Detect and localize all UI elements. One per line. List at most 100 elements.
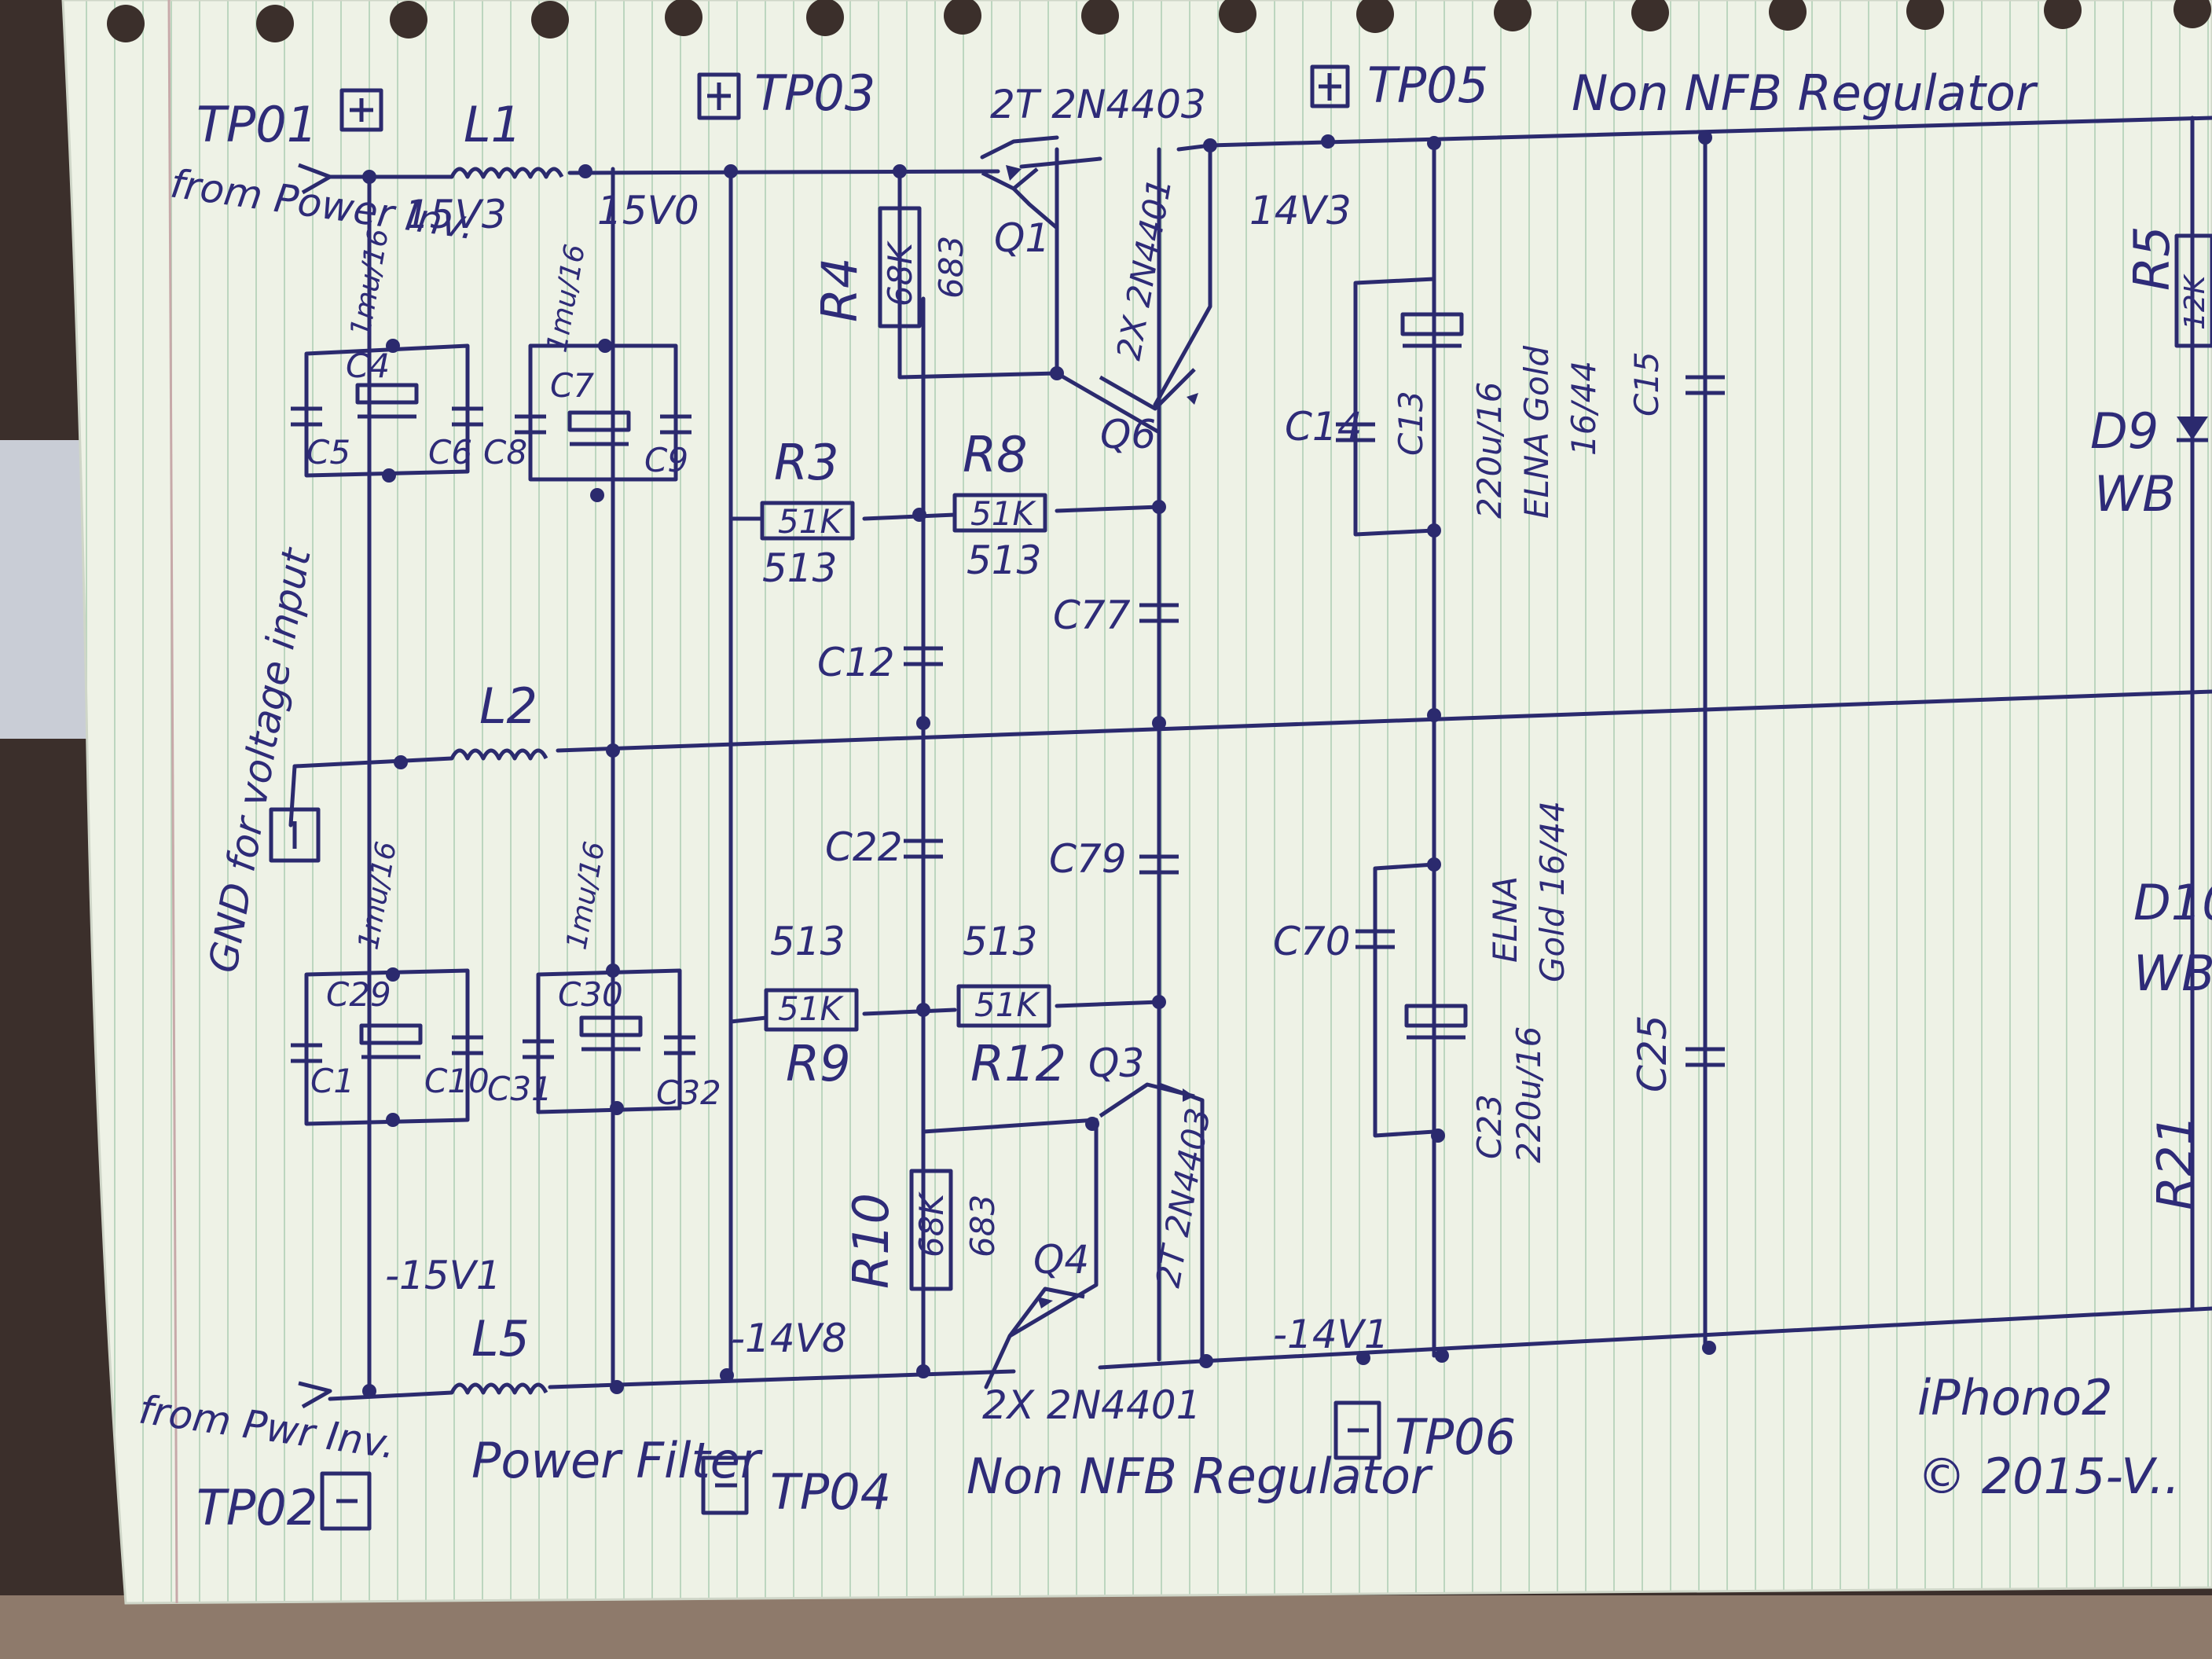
r10-code: 683 <box>963 1195 1002 1257</box>
d9-type: WB <box>2094 465 2176 523</box>
resistor-r3 <box>760 501 855 541</box>
c23-value: 220u/16 <box>1510 1026 1548 1163</box>
c23-spec: Gold 16/44 <box>1533 801 1572 982</box>
r4-value: 68K <box>881 240 919 306</box>
text-labels: TP01 TP03 TP05 TP02 TP04 TP06 Non NFB Re… <box>136 57 2212 1536</box>
transistor-q1 <box>981 165 1058 229</box>
top-regulator-title: Non NFB Regulator <box>1572 64 2038 122</box>
c13-label: C13 <box>1392 391 1430 456</box>
resistor-r5 <box>2174 233 2212 348</box>
r8-label: R8 <box>963 426 1028 483</box>
test-point-tp05[interactable] <box>1310 64 1350 108</box>
resistor-r12 <box>956 984 1051 1028</box>
c14-label: C14 <box>1285 404 1363 450</box>
tp01-label: TP01 <box>196 96 317 153</box>
c15-label: C15 <box>1627 351 1666 417</box>
voltage-m15v1: -15V1 <box>385 1253 501 1298</box>
transistor-q3 <box>1099 1082 1195 1118</box>
c13-spec: 16/44 <box>1565 361 1603 456</box>
test-point-tp02[interactable] <box>320 1471 372 1531</box>
d10-type: WB7 <box>2133 945 2212 1002</box>
c6-label: C6 <box>428 433 472 472</box>
r21-label: R21 <box>2147 1114 2204 1210</box>
c23-brand: ELNA <box>1486 876 1524 963</box>
tp03-label: TP03 <box>754 64 875 122</box>
voltage-m14v1: -14V1 <box>1273 1312 1389 1357</box>
c5-label: C5 <box>306 433 350 472</box>
l1-label: L1 <box>464 96 522 153</box>
test-point-tp06[interactable] <box>1333 1400 1381 1460</box>
tp06-label: TP06 <box>1395 1408 1516 1466</box>
c10-label: C10 <box>424 1062 490 1100</box>
c1-label: C1 <box>310 1062 354 1100</box>
c22-label: C22 <box>825 824 903 870</box>
table-edge <box>0 1595 2212 1659</box>
signature-title: iPhono2 <box>1917 1369 2113 1426</box>
r9-value: 51K <box>778 989 844 1028</box>
q1-part: 2T 2N4403 <box>990 82 1206 127</box>
r4-label: R4 <box>811 257 868 322</box>
r3-value: 51K <box>778 502 844 541</box>
q3-label: Q3 <box>1088 1041 1144 1086</box>
diode-d9 <box>2177 393 2208 442</box>
c13-value: 220u/16 <box>1470 382 1509 519</box>
r8-code: 513 <box>967 538 1041 583</box>
paper-sheet <box>61 0 2212 1605</box>
transistor-q6 <box>1099 368 1198 411</box>
ceramic-capacitors <box>291 375 1725 1067</box>
c23-label: C23 <box>1470 1094 1509 1159</box>
r12-label: R12 <box>970 1035 1066 1092</box>
electrolytic-capacitors <box>355 312 1468 1059</box>
d10-label: D10 <box>2133 874 2212 931</box>
bottom-regulator-title: Non NFB Regulator <box>967 1448 1433 1505</box>
test-point-tp01[interactable] <box>339 88 383 132</box>
r12-code: 513 <box>963 919 1037 964</box>
test-point-gnd[interactable] <box>269 807 321 863</box>
q6-label: Q6 <box>1100 412 1156 457</box>
r10-value: 68K <box>912 1191 951 1257</box>
q4-label: Q4 <box>1033 1237 1089 1283</box>
c70-label: C70 <box>1273 919 1351 964</box>
resistor-r4 <box>878 206 922 328</box>
voltage-15v0: 15V0 <box>597 188 699 233</box>
r10-label: R10 <box>842 1193 900 1289</box>
c4-label: C4 <box>346 347 390 385</box>
test-point-tp03[interactable] <box>697 72 741 120</box>
r3-code: 513 <box>762 545 837 591</box>
r8-value: 51K <box>970 494 1036 533</box>
signature-copyright: © 2015-V.. <box>1917 1448 2180 1505</box>
resistor-r9 <box>764 988 859 1032</box>
c79-label: C79 <box>1049 836 1127 882</box>
tp05-label: TP05 <box>1367 57 1488 114</box>
r12-value: 51K <box>974 985 1040 1024</box>
power-filter-title: Power Filter <box>471 1432 763 1489</box>
c32-label: C32 <box>656 1074 721 1112</box>
q4-part: 2X 2N4401 <box>982 1382 1201 1428</box>
transistor-q4 <box>1008 1286 1085 1338</box>
l2-label: L2 <box>479 677 537 735</box>
c25-label: C25 <box>1630 1015 1675 1092</box>
inductor-l5 <box>449 1382 548 1395</box>
r9-label: R9 <box>786 1035 851 1092</box>
test-point-tp04[interactable] <box>701 1455 749 1515</box>
c12-label: C12 <box>817 640 895 685</box>
inductor-l2 <box>449 748 548 761</box>
c29-label: C29 <box>326 975 391 1014</box>
junction-dots <box>362 130 1716 1398</box>
c30-label: C30 <box>558 975 623 1014</box>
q1-label: Q1 <box>994 215 1050 261</box>
r5-label: R5 <box>2123 226 2181 291</box>
l5-label: L5 <box>471 1310 530 1367</box>
voltage-15v3: 15V3 <box>405 192 507 237</box>
c77-label: C77 <box>1053 593 1131 638</box>
tp02-label: TP02 <box>196 1479 317 1536</box>
c31-label: C31 <box>487 1070 552 1108</box>
d9-label: D9 <box>2090 402 2159 460</box>
resistor-r8 <box>952 493 1047 533</box>
r3-label: R3 <box>774 434 839 491</box>
punched-holes <box>107 0 2211 42</box>
r5-value: 12K <box>2179 273 2211 330</box>
input-arrows <box>298 163 332 1409</box>
